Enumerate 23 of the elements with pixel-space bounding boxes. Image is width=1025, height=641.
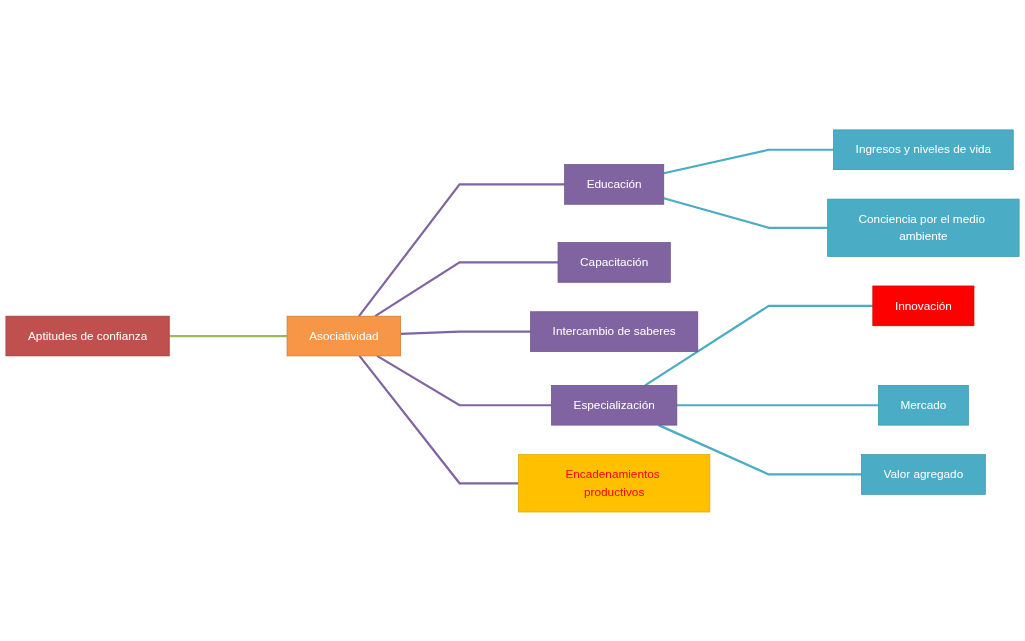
connector bbox=[400, 330, 531, 335]
node-box: Especialización bbox=[551, 384, 678, 426]
node-box: Capacitación bbox=[557, 241, 671, 283]
node-box: Intercambio de saberes bbox=[530, 310, 699, 352]
connector bbox=[374, 260, 559, 317]
connector bbox=[658, 423, 862, 476]
connector bbox=[358, 354, 519, 484]
node-box: Conciencia por el medio ambiente bbox=[827, 198, 1020, 257]
node-box: Encadenamientos productivos bbox=[518, 453, 711, 512]
connector bbox=[376, 354, 552, 406]
node-box: Asociatividad bbox=[286, 315, 401, 356]
connector bbox=[676, 403, 879, 406]
connector bbox=[663, 148, 834, 174]
connector bbox=[169, 334, 288, 337]
connector bbox=[358, 182, 565, 317]
connector bbox=[644, 304, 873, 386]
connector bbox=[663, 196, 828, 229]
node-box: Mercado bbox=[878, 384, 969, 426]
node-box: Ingresos y niveles de vida bbox=[833, 129, 1014, 170]
node-box: Innovación bbox=[872, 285, 975, 326]
node-box: Aptitudes de confianza bbox=[5, 315, 170, 356]
node-box: Valor agregado bbox=[861, 453, 986, 495]
node-box: Educación bbox=[564, 163, 665, 205]
